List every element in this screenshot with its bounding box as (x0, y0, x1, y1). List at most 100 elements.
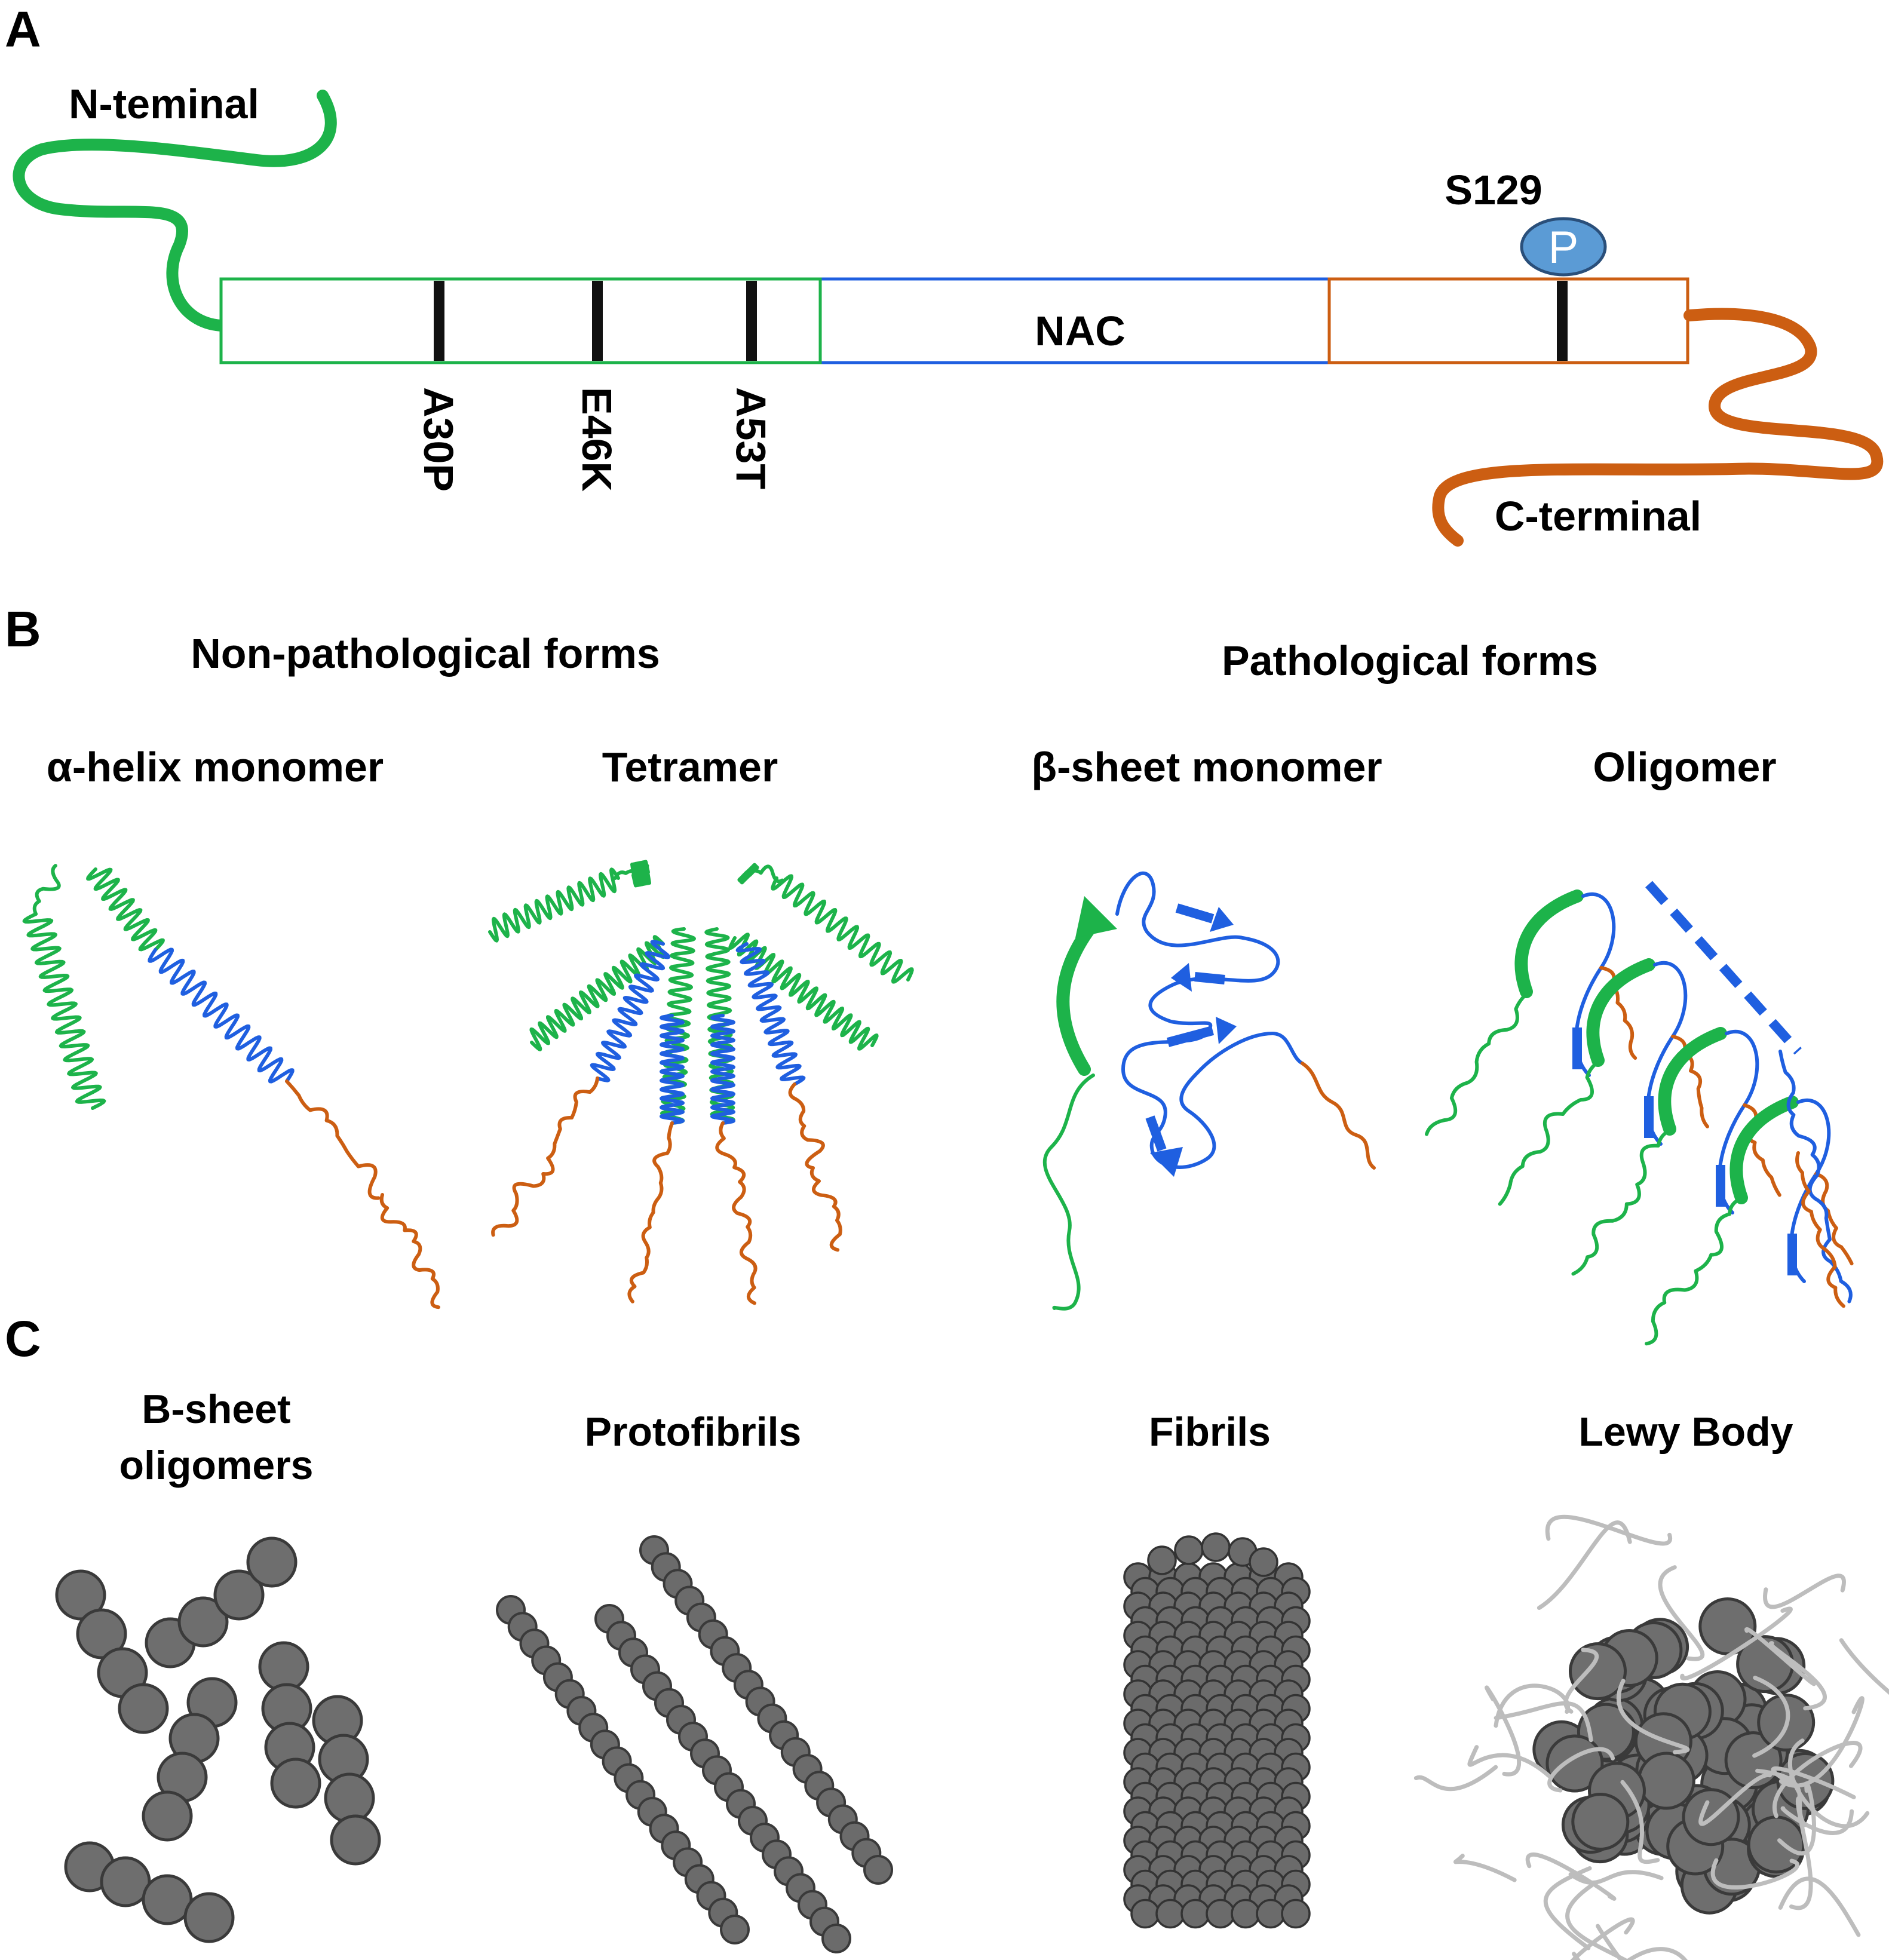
lewy-filament-28 (1771, 1766, 1856, 1799)
oligomer-bead-0-1 (76, 1608, 127, 1660)
oligomer-outer-c-tail (1795, 1151, 1845, 1308)
phospho-label: P (1548, 222, 1579, 273)
lewy-filament-2 (1413, 1765, 1498, 1792)
c-terminal-domain (1327, 277, 1689, 364)
oligomer-n-tail-1 (1498, 1059, 1603, 1206)
tetramer-nac-helix-3 (735, 942, 806, 1086)
lewy-filament-5 (1744, 1627, 1817, 1686)
tetramer-structure (488, 860, 914, 1305)
lewy-filament-13 (1620, 1780, 1660, 1864)
beta-monomer-arrow-2 (1171, 963, 1192, 992)
tetramer-c-tail-1 (627, 1121, 674, 1303)
panel-a: A N-teminal NAC A30P E46K A53T P S129 C-… (5, 1, 1884, 547)
fibril-bead-23-2 (1180, 1898, 1210, 1929)
lewy-filament-15 (1485, 1685, 1522, 1777)
tetramer-link-left (614, 861, 649, 880)
s129-label: S129 (1445, 167, 1542, 213)
lewy-filament-29 (1789, 1796, 1813, 1910)
lewy-filament-26 (1626, 1947, 1688, 1960)
oligomer-green-strand-0 (1514, 889, 1584, 998)
stage-label-protofibrils: Protofibrils (585, 1409, 802, 1455)
lewy-filament-25 (1494, 1683, 1570, 1728)
oligomer-n-tail-2 (1571, 1127, 1675, 1276)
fibril-top-bead-4 (1249, 1547, 1278, 1577)
beta-monomer-arrow-3 (1216, 1017, 1237, 1044)
phospho-badge-icon (1520, 217, 1607, 277)
panel-c: C B-sheet oligomers Protofibrils Fibrils… (5, 1311, 1889, 1960)
form-label-alpha-helix-monomer: α-helix monomer (47, 744, 384, 790)
panel-a-label: A (5, 1, 41, 57)
nac-label: NAC (1035, 308, 1126, 354)
fibril-top-bead-2 (1201, 1532, 1231, 1562)
mutation-label-a30p: A30P (415, 387, 462, 492)
oligomer-n-tail-3 (1645, 1196, 1746, 1346)
tetramer-helix-a-3 (771, 874, 914, 984)
tetramer-nac-helix-2 (710, 1014, 735, 1125)
protofibril-bead-1-19 (821, 1924, 851, 1953)
pathological-heading: Pathological forms (1222, 637, 1598, 684)
lewy-filament-23 (1453, 1854, 1517, 1882)
panel-b-label: B (5, 601, 41, 657)
lewy-core-bead-59 (1571, 1793, 1630, 1851)
fibril-bead-23-5 (1256, 1898, 1286, 1929)
oligomer-stacked-strands (1645, 881, 1802, 1055)
tetramer-link-right (748, 864, 784, 884)
fibril-bead-23-4 (1231, 1898, 1261, 1929)
oligomer-outer-loop (1778, 1050, 1853, 1303)
panel-c-label: C (5, 1311, 41, 1367)
stage-label-oligomers: oligomers (119, 1443, 314, 1488)
n-terminal-tail (13, 90, 337, 332)
tetramer-helix-a-2 (737, 863, 759, 885)
lewy-filament-22 (1494, 1701, 1593, 1743)
lewy-filament-30 (1570, 1917, 1635, 1960)
fibril-bead-23-1 (1155, 1898, 1185, 1929)
fibril-top-bead-1 (1174, 1535, 1204, 1565)
oligomer-bead-4-2 (324, 1772, 375, 1824)
alpha-c-tail-1 (285, 1079, 381, 1200)
lewy-core-bead-56 (1637, 1752, 1695, 1810)
fibril-bead-23-3 (1206, 1898, 1235, 1929)
panel-b: B Non-pathological forms Pathological fo… (5, 601, 1854, 1346)
beta-monomer-strand-1 (1175, 903, 1215, 924)
lewy-filament-31 (1525, 1852, 1617, 1901)
c-terminal-tail (1432, 308, 1884, 547)
tetramer-nac-helix-1 (660, 1014, 685, 1125)
alpha-helix-monomer-structure (22, 864, 440, 1309)
lewy-filament-36 (1596, 1924, 1624, 1960)
c-terminal-label: C-terminal (1495, 493, 1701, 539)
oligomer-structure (1425, 881, 1854, 1346)
lewy-filament-20 (1710, 1858, 1799, 1890)
stage-label-b-sheet: B-sheet (142, 1387, 290, 1432)
oligomer-c-tail-3 (1814, 1172, 1854, 1266)
lewy-filament-16 (1658, 1565, 1705, 1661)
stage-label-fibrils: Fibrils (1149, 1409, 1271, 1455)
lewy-filament-24 (1839, 1638, 1889, 1695)
tetramer-helix-a-1 (630, 860, 651, 888)
lewy-filament-32 (1778, 1876, 1861, 1937)
lewy-filament-0 (1565, 1883, 1630, 1960)
fibril-bead-23-6 (1281, 1898, 1311, 1929)
lewy-body-aggregate (1413, 1514, 1889, 1960)
lewy-filament-33 (1768, 1641, 1827, 1711)
oligomer-bead-4-3 (330, 1814, 381, 1866)
lewy-filament-34 (1778, 1696, 1865, 1788)
tetramer-helix-a-0 (488, 867, 620, 943)
fibril-top-bead-0 (1147, 1545, 1177, 1575)
alpha-n-link (32, 864, 61, 916)
lewy-filament-35 (1752, 1676, 1790, 1758)
n-terminal-label: N-teminal (69, 81, 259, 127)
tetramer-c-tail-0 (491, 1076, 599, 1237)
oligomer-green-strand-1 (1586, 958, 1655, 1067)
oligomer-bead-0-3 (118, 1683, 169, 1734)
beta-monomer-arrow-4 (1150, 1147, 1183, 1177)
tetramer-nac-helix-0 (590, 940, 671, 1082)
lewy-core-bead-26 (1698, 1597, 1757, 1655)
tetramer-helix-b-3 (728, 933, 879, 1051)
beta-monomer-n-tail (1042, 1073, 1095, 1311)
n-terminal-domain (219, 277, 822, 364)
mutation-label-a53t: A53T (728, 387, 774, 489)
fibril-bead-23-0 (1130, 1898, 1160, 1929)
lewy-filament-19 (1537, 1520, 1632, 1610)
fibril-beads (1123, 1532, 1311, 1929)
form-label-oligomer: Oligomer (1593, 744, 1776, 790)
